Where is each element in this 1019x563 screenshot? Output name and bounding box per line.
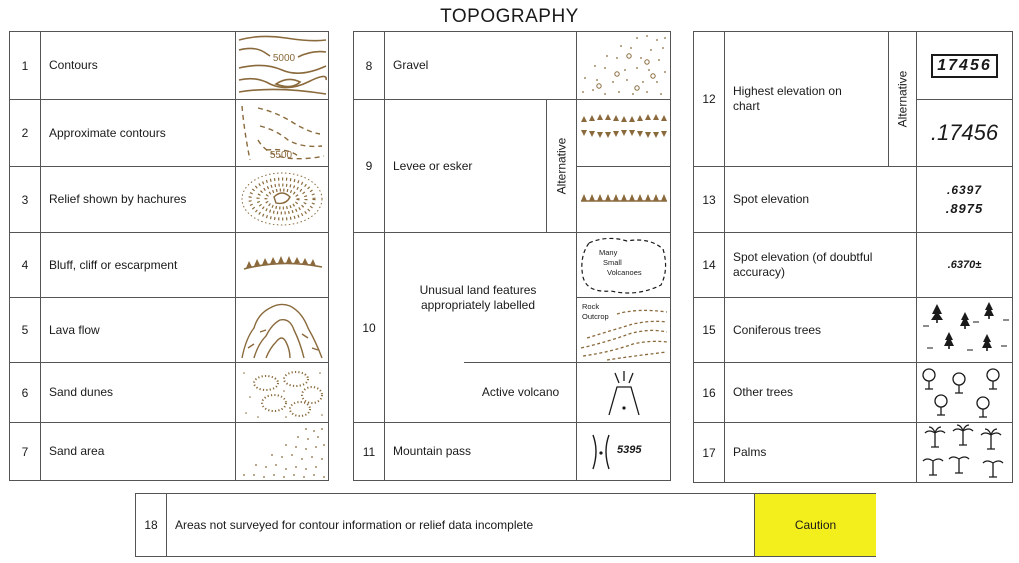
row-number: 11 bbox=[362, 444, 376, 459]
highest-elevation-plain: .17456 bbox=[930, 120, 999, 145]
coniferous-tree-icon bbox=[917, 298, 1012, 362]
right-panel: 12 Highest elevation on chart Alternativ… bbox=[693, 31, 1013, 483]
row-number: 14 bbox=[702, 258, 716, 272]
palm-tree-icon bbox=[917, 423, 1012, 482]
contour-value: 5000 bbox=[273, 53, 296, 64]
approximate-contours-label: Approximate contours bbox=[49, 125, 166, 140]
bluff-label: Bluff, cliff or escarpment bbox=[49, 257, 178, 272]
row-number: 2 bbox=[21, 126, 29, 140]
pass-elevation: 5395 bbox=[617, 444, 642, 456]
palms-label: Palms bbox=[733, 445, 767, 459]
volcanoes-label-line: Volcanoes bbox=[607, 268, 642, 277]
rock-outcrop-icon: Rock Outcrop bbox=[577, 298, 670, 362]
approximate-contours-icon: 5500 bbox=[236, 100, 328, 166]
page-title: TOPOGRAPHY bbox=[440, 6, 579, 27]
approx-contour-value: 5500 bbox=[270, 150, 293, 161]
bluff-icon bbox=[236, 233, 328, 297]
highest-elevation-boxed: 17456 bbox=[917, 32, 1012, 99]
row-number: 4 bbox=[21, 258, 29, 272]
row-number: 13 bbox=[702, 192, 716, 207]
alternative-label: Alternative bbox=[895, 70, 910, 128]
alternative-label: Alternative bbox=[554, 137, 569, 195]
contours-icon: 5000 bbox=[236, 32, 328, 99]
mountain-pass-icon: 5395 bbox=[577, 423, 670, 480]
left-panel: 1 Contours 5000 2 Approximate contours bbox=[9, 31, 329, 481]
rock-label-line: Outcrop bbox=[582, 312, 609, 321]
row-number: 17 bbox=[702, 445, 716, 460]
row-number: 15 bbox=[702, 323, 716, 337]
sand-area-icon bbox=[236, 423, 328, 480]
sand-dunes-icon bbox=[236, 363, 328, 422]
highest-elevation-label: Highest elevation on chart bbox=[733, 84, 842, 113]
row-number: 7 bbox=[21, 444, 29, 459]
volcanoes-label-line: Many bbox=[599, 248, 618, 257]
levee-label: Levee or esker bbox=[393, 158, 473, 173]
many-small-volcanoes-icon: Many Small Volcanoes bbox=[577, 233, 670, 297]
bottom-row: 18 Areas not surveyed for contour inform… bbox=[135, 493, 876, 557]
doubtful-elevation-value: .6370± bbox=[947, 259, 982, 271]
gravel-label: Gravel bbox=[393, 58, 429, 72]
deciduous-tree-icon bbox=[917, 363, 1012, 422]
sand-dunes-label: Sand dunes bbox=[49, 385, 114, 399]
levee-icon bbox=[577, 100, 670, 166]
row-number: 16 bbox=[702, 385, 716, 400]
spot-elevation-label: Spot elevation bbox=[733, 192, 810, 206]
active-volcano-label: Active volcano bbox=[481, 385, 560, 399]
row-number: 3 bbox=[21, 192, 29, 207]
row-number: 10 bbox=[362, 320, 376, 335]
not-surveyed-label: Areas not surveyed for contour informati… bbox=[175, 517, 534, 532]
contours-label: Contours bbox=[49, 58, 98, 72]
doubtful-elevation-label: Spot elevation (of doubtful accuracy) bbox=[733, 250, 873, 279]
gravel-icon bbox=[577, 32, 670, 99]
row-number: 6 bbox=[21, 385, 29, 400]
boxed-elevation-value: 17456 bbox=[931, 53, 998, 78]
middle-panel: 8 Gravel 9 Levee or esker Alternative bbox=[353, 31, 671, 481]
caution-badge: Caution bbox=[754, 494, 876, 556]
row-number: 9 bbox=[365, 159, 373, 173]
levee-alternative-icon bbox=[577, 167, 670, 232]
volcanoes-label-line: Small bbox=[603, 258, 622, 267]
other-trees-label: Other trees bbox=[733, 385, 794, 399]
row-number: 5 bbox=[21, 323, 29, 337]
row-number: 8 bbox=[365, 58, 373, 73]
row-number: 18 bbox=[144, 518, 158, 532]
row-number: 12 bbox=[702, 92, 716, 106]
sand-area-label: Sand area bbox=[49, 444, 105, 458]
lava-flow-label: Lava flow bbox=[49, 322, 100, 337]
spot-value: .6397 bbox=[946, 183, 983, 197]
hachures-label: Relief shown by hachures bbox=[49, 192, 187, 206]
row-number: 1 bbox=[21, 58, 29, 73]
unusual-features-label: Unusual land features appropriately labe… bbox=[419, 283, 537, 312]
rock-label-line: Rock bbox=[582, 302, 599, 311]
spot-elevation-values: .6397 .8975 bbox=[917, 167, 1012, 232]
mountain-pass-label: Mountain pass bbox=[393, 444, 472, 458]
lava-flow-icon bbox=[236, 298, 328, 362]
spot-value: .8975 bbox=[945, 201, 984, 216]
active-volcano-icon bbox=[577, 363, 670, 422]
hachures-icon bbox=[236, 167, 328, 232]
coniferous-trees-label: Coniferous trees bbox=[733, 322, 822, 337]
